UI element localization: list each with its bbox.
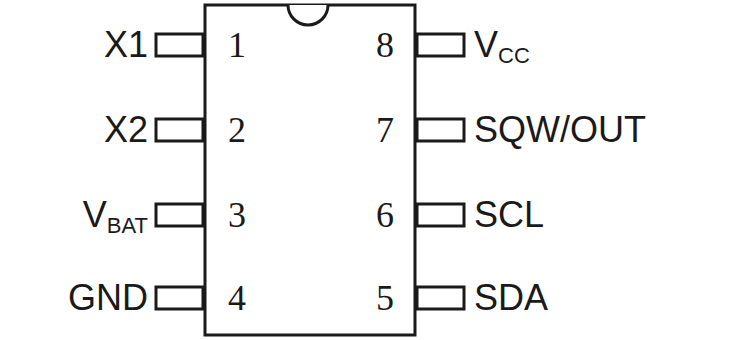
pin1-notch [288, 5, 328, 25]
pin-lead [156, 34, 203, 56]
pin-lead [417, 34, 464, 56]
pin-name: X1 [104, 27, 148, 63]
pin-name: SCL [474, 197, 544, 233]
pin-name: SDA [474, 280, 548, 316]
pin-number: 3 [228, 197, 246, 233]
pin-number: 6 [376, 197, 394, 233]
pin-lead [156, 119, 203, 141]
pin-lead [156, 204, 203, 226]
pin-name: X2 [104, 112, 148, 148]
pin-name: VBAT [83, 197, 148, 233]
pin-number: 2 [228, 112, 246, 148]
pin-number: 8 [376, 27, 394, 63]
ic-body [205, 5, 415, 335]
pin-lead [156, 287, 203, 309]
pin-number: 1 [228, 27, 246, 63]
pin-number: 4 [228, 280, 246, 316]
pin-lead [417, 119, 464, 141]
pin-lead [417, 287, 464, 309]
pin-number: 5 [376, 280, 394, 316]
pin-name: GND [68, 280, 148, 316]
pin-number: 7 [376, 112, 394, 148]
pin-lead [417, 204, 464, 226]
pin-name: SQW/OUT [474, 112, 646, 148]
pin-name: VCC [474, 27, 530, 63]
